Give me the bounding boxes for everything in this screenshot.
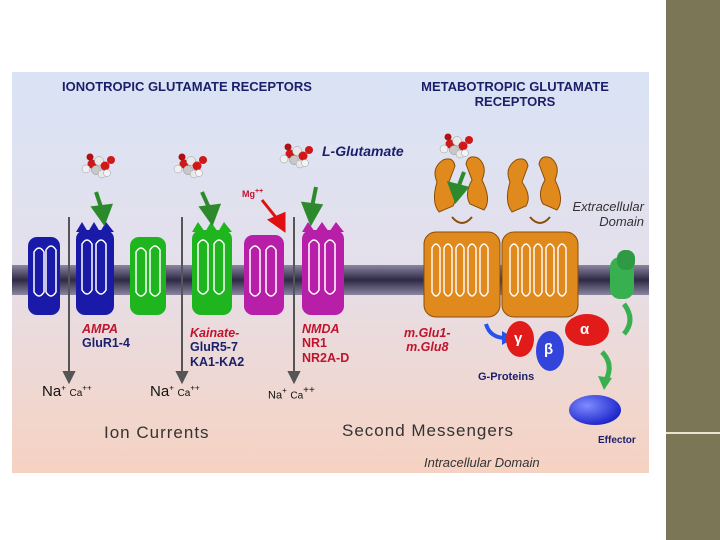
magnesium-charge: ++ [255, 188, 264, 195]
mglu-label: m.Glu1- m.Glu8 [404, 326, 451, 355]
ampa-subunits: GluR1-4 [82, 336, 130, 351]
kainate-name: Kainate- [190, 326, 240, 340]
glutamate-receptor-diagram: IONOTROPIC GLUTAMATE RECEPTORS METABOTRO… [12, 72, 649, 473]
alpha-glyph: α [580, 321, 590, 338]
extracellular-line2: Domain [599, 213, 644, 229]
intracellular-domain-label: Intracellular Domain [424, 455, 540, 470]
effector-label: Effector [598, 435, 636, 446]
sodium-symbol: Na [268, 389, 283, 402]
calcium-charge: ++ [190, 383, 200, 393]
extracellular-domain-label: Extracellular Domain [532, 199, 644, 230]
kainate-subunits-2: KA1-KA2 [190, 354, 245, 369]
nmda-name: NMDA [302, 322, 340, 336]
magnesium-label: Mg++ [242, 188, 263, 199]
ions-kainate: Na+ Ca++ [150, 384, 200, 399]
ampa-receptor [28, 222, 114, 315]
kainate-subunits-1: GluR5-7 [190, 340, 238, 355]
mglu-line1: m.Glu1- [404, 326, 451, 340]
diagram-artwork [12, 72, 649, 473]
ion-currents-label: Ion Currents [104, 423, 210, 442]
nmda-subunit-1: NR1 [302, 336, 328, 351]
metabotropic-receptors [423, 156, 579, 318]
nmda-receptor [244, 222, 344, 315]
magnesium-arrow [260, 199, 286, 233]
extracellular-line1: Extracellular [572, 199, 644, 214]
calcium-symbol: Ca [69, 388, 83, 399]
nmda-label: NMDA NR1 NR2A-D [302, 322, 349, 365]
ampa-name: AMPA [82, 322, 118, 336]
ionotropic-heading: IONOTROPIC GLUTAMATE RECEPTORS [62, 79, 312, 94]
alpha-arrowhead [598, 376, 612, 390]
gamma-glyph: γ [514, 330, 523, 347]
ions-ampa: Na+ Ca++ [42, 384, 92, 399]
calcium-symbol: Ca [290, 390, 304, 402]
kainate-label: Kainate- GluR5-7 KA1-KA2 [190, 326, 244, 369]
binding-arrows [90, 171, 470, 227]
kainate-receptor [130, 222, 232, 315]
g-proteins-label: G-Proteins [478, 371, 535, 383]
calcium-charge: ++ [303, 385, 315, 396]
slide-sidebar [666, 0, 720, 540]
metabotropic-heading: METABOTROPIC GLUTAMATE RECEPTORS [421, 79, 609, 109]
beta-glyph: β [544, 341, 554, 358]
sodium-charge: + [169, 383, 174, 393]
sidebar-divider [666, 432, 720, 434]
sodium-charge: + [282, 386, 287, 395]
calcium-symbol: Ca [177, 388, 191, 399]
sodium-symbol: Na [42, 383, 62, 400]
magnesium-symbol: Mg [242, 189, 255, 199]
ion-flow-arrows [62, 217, 301, 385]
mglu-line2: m.Glu8 [406, 340, 449, 355]
g-proteins [506, 314, 609, 371]
ions-nmda: Na+ Ca++ [268, 386, 315, 401]
sodium-charge: + [61, 383, 66, 393]
effector-shape [569, 395, 621, 425]
calcium-charge: ++ [82, 383, 92, 393]
second-messengers-label: Second Messengers [342, 421, 514, 440]
nmda-subunit-2: NR2A-D [302, 350, 350, 365]
l-glutamate-label: L-Glutamate [322, 143, 404, 159]
sodium-symbol: Na [150, 383, 170, 400]
alpha-protein-membrane [610, 250, 635, 299]
ampa-label: AMPA GluR1-4 [82, 322, 130, 351]
alpha-arrow-1 [621, 302, 633, 336]
